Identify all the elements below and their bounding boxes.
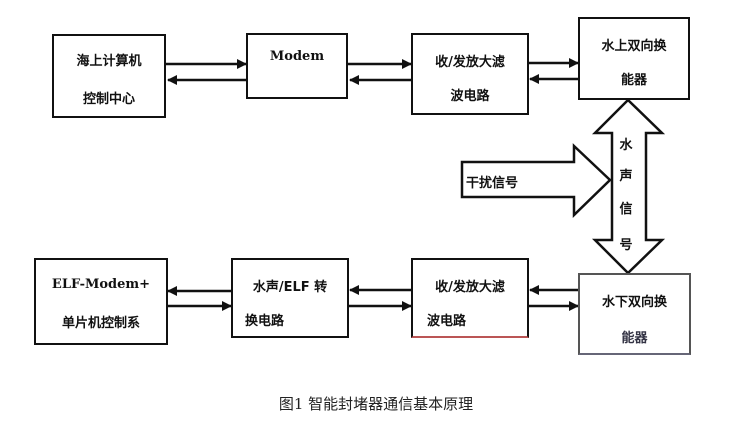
acoustic-signal-char: 号 bbox=[619, 238, 633, 253]
acoustic-signal-char: 声 bbox=[619, 169, 633, 184]
box-ship-computer-control-center: 海上计算机 控制中心 bbox=[52, 34, 166, 118]
figure-caption: 图1 智能封堵器通信基本原理 bbox=[278, 395, 474, 413]
box-label-line2: 波电路 bbox=[450, 89, 490, 104]
box-label-line1: 收/发放大滤 bbox=[435, 280, 505, 295]
box-label-line1: 水下双向换 bbox=[601, 295, 667, 310]
box-filter-top: 收/发放大滤 波电路 bbox=[411, 33, 529, 115]
box-surface-transducer: 水上双向换 能器 bbox=[578, 17, 690, 100]
box-label-line2: 能器 bbox=[621, 331, 648, 346]
box-label-line1: 水上双向换 bbox=[601, 39, 667, 54]
box-label-line2: 控制中心 bbox=[82, 92, 135, 107]
box-label-line1: 海上计算机 bbox=[76, 54, 142, 69]
box-label-line1: 水声/ELF 转 bbox=[252, 280, 328, 295]
box-label-line1: Modem bbox=[269, 49, 325, 64]
box-acoustic-elf-converter: 水声/ELF 转 换电路 bbox=[231, 258, 349, 338]
acoustic-signal-char: 信 bbox=[619, 202, 633, 217]
interference-arrow bbox=[460, 143, 612, 218]
box-label-line2: 波电路 bbox=[427, 314, 467, 329]
box-label-line1: ELF-Modem+ bbox=[51, 277, 151, 292]
box-filter-bottom: 收/发放大滤 波电路 bbox=[411, 258, 529, 338]
box-label-line2: 单片机控制系 bbox=[61, 316, 140, 331]
box-elf-modem-mcu: ELF-Modem+ 单片机控制系 bbox=[34, 258, 168, 345]
box-label-line2: 换电路 bbox=[245, 314, 285, 329]
box-label-line2: 能器 bbox=[620, 73, 647, 88]
box-label-line1: 收/发放大滤 bbox=[435, 55, 505, 70]
interference-signal-label: 干扰信号 bbox=[466, 176, 519, 191]
box-underwater-transducer: 水下双向换 能器 bbox=[578, 273, 691, 355]
acoustic-signal-char: 水 bbox=[619, 138, 633, 153]
box-modem: Modem bbox=[246, 33, 348, 99]
